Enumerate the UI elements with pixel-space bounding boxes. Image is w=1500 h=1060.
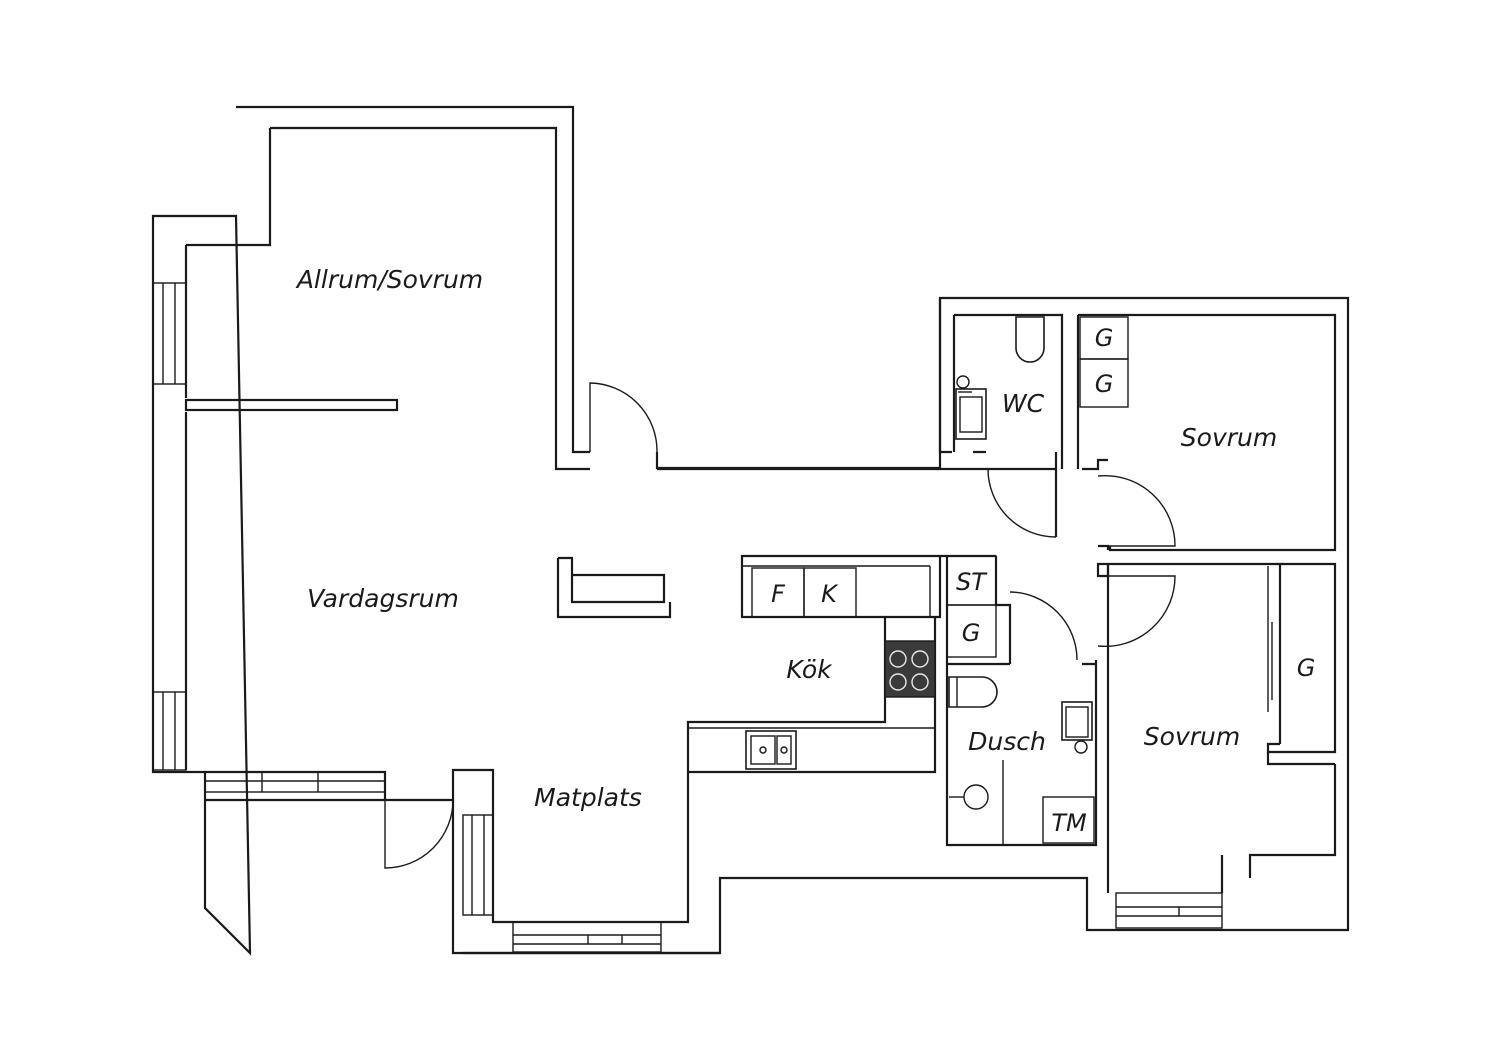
sovrum1-door (1097, 474, 1176, 547)
washer-label: TM (1051, 809, 1087, 837)
storage-label: ST (956, 568, 988, 596)
kitchen-sink (745, 730, 797, 770)
freezer-label: K (821, 580, 839, 608)
dusch-basin (1061, 701, 1093, 741)
wardrobe-label-4: G (962, 619, 981, 647)
doors (384, 382, 1176, 869)
room-label-sovrum-2: Sovrum (1144, 722, 1240, 751)
room-label-vardagsrum: Vardagsrum (307, 584, 459, 613)
room-label-dusch: Dusch (968, 727, 1046, 756)
outer-walls (151, 105, 1350, 956)
dusch-toilet (948, 676, 998, 708)
kitchen-fixtures (688, 555, 997, 770)
interior-walls (688, 313, 1337, 893)
bath-fixtures (948, 316, 1129, 845)
sovrum2-door (1097, 575, 1176, 648)
sofa (556, 556, 672, 619)
wardrobe-label-2: G (1095, 370, 1114, 398)
wc-door (987, 468, 1057, 538)
shower-head (963, 784, 989, 810)
fridge-label: F (771, 580, 786, 608)
room-label-sovrum-1: Sovrum (1181, 423, 1277, 452)
entry-door (589, 382, 658, 453)
wc-toilet (1015, 316, 1045, 363)
wardrobe-label-3: G (1297, 654, 1316, 682)
wardrobe-label-1: G (1095, 324, 1114, 352)
room-label-kok: Kök (786, 655, 833, 684)
dusch-door (1009, 591, 1078, 661)
partition-wall (184, 398, 399, 412)
room-label-wc: WC (1002, 389, 1045, 418)
balcony-door (384, 799, 454, 869)
room-label-allrum: Allrum/Sovrum (295, 265, 483, 294)
windows (152, 282, 1223, 953)
room-label-matplats: Matplats (534, 783, 642, 812)
